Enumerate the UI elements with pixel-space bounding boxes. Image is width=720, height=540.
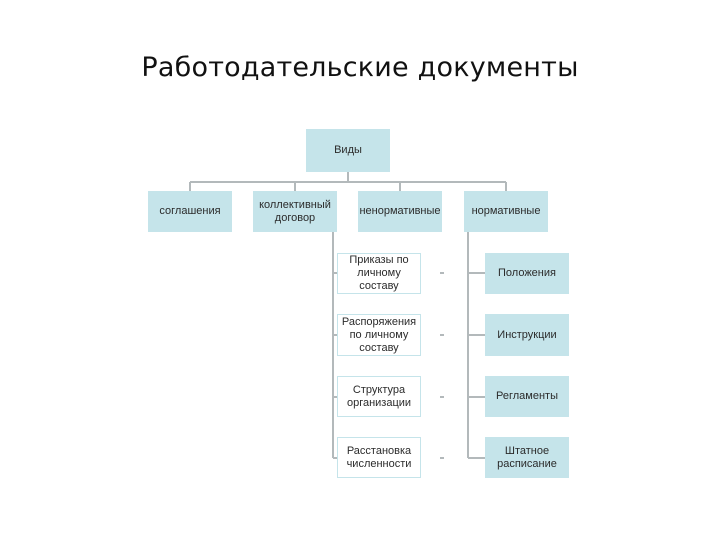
item-label: Инструкции: [497, 328, 557, 341]
non-normative-item: Приказы по личному составу: [337, 253, 421, 294]
category-node-agreements: соглашения: [148, 191, 232, 232]
item-label: Расстановка численности: [346, 444, 412, 470]
item-label: Штатное расписание: [497, 444, 557, 470]
non-normative-item: Распоряжения по личному составу: [337, 314, 421, 356]
normative-item: Штатное расписание: [485, 437, 569, 478]
category-node-collective-agreement: коллективный договор: [253, 191, 337, 232]
item-label: Положения: [498, 267, 556, 279]
root-node-label: Виды: [334, 144, 362, 156]
category-node-label: коллективный договор: [259, 198, 331, 224]
root-node-vidy: Виды: [306, 129, 390, 172]
category-node-label: ненормативные: [359, 205, 441, 217]
item-label: Структура организации: [346, 383, 412, 409]
normative-item: Регламенты: [485, 376, 569, 417]
category-node-label: нормативные: [471, 205, 541, 217]
item-label: Распоряжения по личному составу: [341, 315, 417, 354]
non-normative-item: Структура организации: [337, 376, 421, 417]
item-label: Регламенты: [496, 390, 558, 402]
category-node-normative: нормативные: [464, 191, 548, 232]
category-node-non-normative: ненормативные: [358, 191, 442, 232]
normative-item: Положения: [485, 253, 569, 294]
normative-item: Инструкции: [485, 314, 569, 356]
page-title: Работодательские документы: [141, 52, 579, 83]
non-normative-item: Расстановка численности: [337, 437, 421, 478]
item-label: Приказы по личному составу: [349, 254, 409, 292]
category-node-label: соглашения: [159, 205, 221, 217]
